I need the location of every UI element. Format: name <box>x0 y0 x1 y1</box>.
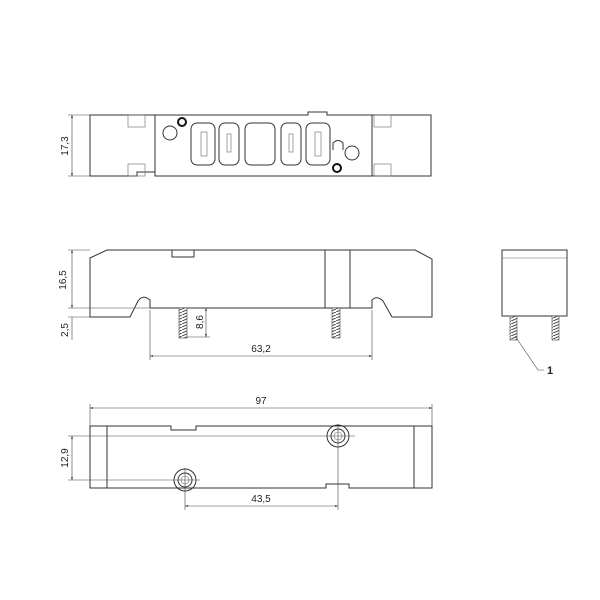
top-view: 17,3 <box>60 111 432 177</box>
dim-screw-spacing: 63,2 <box>251 344 271 355</box>
screw <box>178 307 188 339</box>
side-view: 16,5 2,5 8,6 63,2 <box>58 249 433 360</box>
screw <box>509 315 518 341</box>
dim-base-offset: 2,5 <box>60 323 71 337</box>
dim-screw-length: 8,6 <box>195 315 206 329</box>
dim-hole-spacing: 43,5 <box>251 494 271 505</box>
dim-hole-offset: 12,9 <box>60 448 71 468</box>
bottom-view: 12,9 97 43,5 <box>60 396 433 510</box>
dim-total-length: 97 <box>255 396 267 407</box>
screw <box>551 315 560 341</box>
callout-label: 1 <box>547 365 553 377</box>
end-view: 1 <box>501 249 568 377</box>
dim-top-height: 17,3 <box>60 136 71 156</box>
dim-side-height: 16,5 <box>58 270 69 290</box>
screw <box>331 307 341 339</box>
